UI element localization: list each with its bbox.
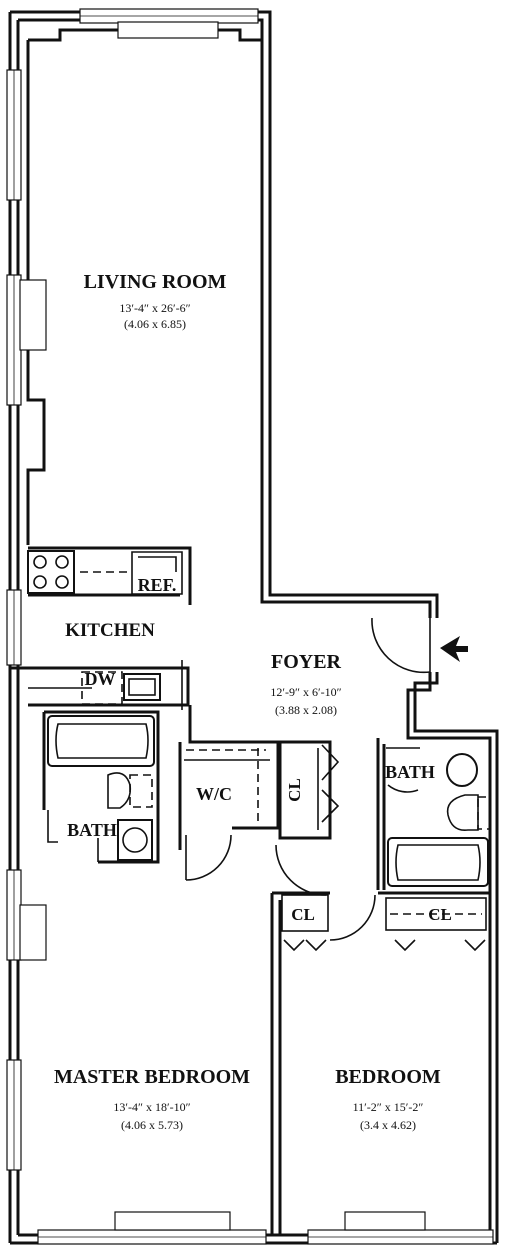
living-room-dim-ft: 13′-4″ x 26′-6″ (119, 301, 190, 315)
bedroom-closets (270, 891, 490, 1235)
bedroom-dim-ft: 11′-2″ x 15′-2″ (353, 1100, 424, 1114)
refrigerator (131, 551, 183, 595)
center-closet-label: CL (285, 778, 304, 802)
bathtub-east (387, 837, 489, 887)
stove (27, 550, 75, 594)
entry-arrow-icon (440, 636, 468, 662)
toilet-west (107, 772, 132, 809)
master-bedroom-dim-m: (4.06 x 5.73) (121, 1118, 183, 1132)
center-closet (275, 740, 340, 896)
kitchen-name: KITCHEN (65, 620, 155, 641)
ref-label: REF. (138, 575, 177, 595)
dishwasher (81, 671, 123, 705)
main-bath (42, 710, 160, 864)
master-bedroom-label: MASTER BEDROOM 13′-4″ x 18′-10″ (4.06 x … (54, 1066, 250, 1132)
east-bath (376, 738, 491, 890)
wc-label: W/C (196, 784, 232, 804)
windows (6, 8, 494, 1245)
foyer-dim-m: (3.88 x 2.08) (275, 703, 337, 717)
living-room-label: LIVING ROOM 13′-4″ x 26′-6″ (4.06 x 6.85… (84, 271, 227, 331)
sink-east (446, 753, 478, 787)
living-room-dim-m: (4.06 x 6.85) (124, 317, 186, 331)
bedroom-closet-label-left: CL (291, 905, 315, 924)
wc-door-swing (185, 834, 232, 881)
master-bedroom-name: MASTER BEDROOM (54, 1066, 250, 1088)
west-bath-label: BATH (67, 820, 117, 840)
foyer-label: FOYER 12′-9″ x 6′-10″ (3.88 x 2.08) (270, 651, 341, 717)
foyer-name: FOYER (271, 651, 342, 673)
east-bath-label: BATH (385, 762, 435, 782)
foyer-dim-ft: 12′-9″ x 6′-10″ (270, 685, 341, 699)
toilet-east (446, 794, 479, 832)
kitchen-area (10, 546, 192, 710)
entry-door (371, 617, 431, 674)
foyer-door-swing (275, 844, 327, 896)
bedroom-label: BEDROOM 11′-2″ x 15′-2″ (3.4 x 4.62) (335, 1066, 441, 1132)
bathtub-west (47, 715, 155, 767)
bedroom-closet-label-right: CL (428, 905, 452, 924)
bedroom-dim-m: (3.4 x 4.62) (360, 1118, 416, 1132)
dw-label: DW (85, 669, 116, 689)
bedroom-door-swing (329, 894, 376, 941)
master-bedroom-dim-ft: 13′-4″ x 18′-10″ (113, 1100, 190, 1114)
living-room-name: LIVING ROOM (84, 271, 227, 293)
wc-closet (178, 705, 280, 881)
bedroom-name: BEDROOM (335, 1066, 441, 1088)
